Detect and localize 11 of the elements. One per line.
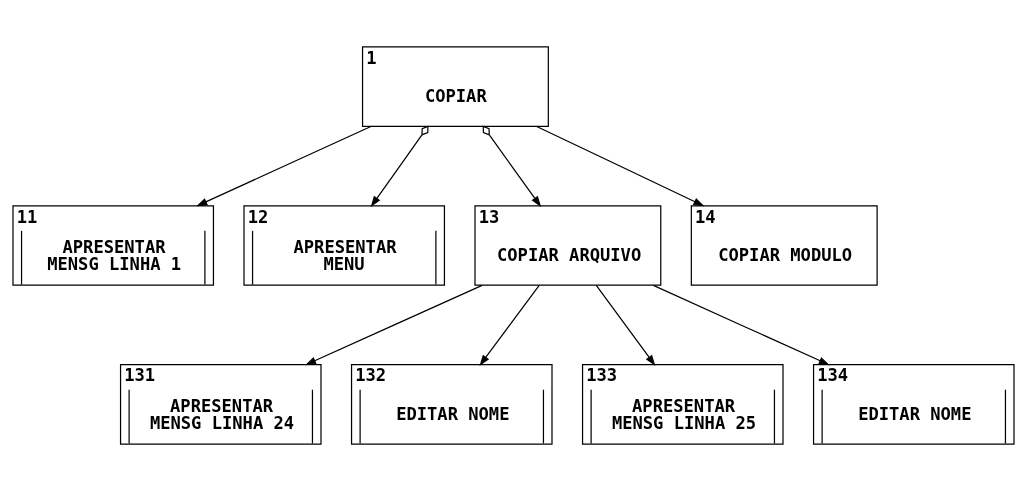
arrow — [595, 284, 656, 366]
arrow — [370, 125, 429, 207]
arrow — [196, 125, 372, 206]
arrow — [305, 284, 483, 365]
arrow — [482, 125, 542, 207]
arrow — [479, 284, 540, 366]
arrow — [536, 125, 705, 206]
node-box: 13 COPIAR ARQUIVO — [474, 204, 662, 286]
node-box: 14 COPIAR MODULO — [690, 204, 878, 286]
node-box: 1 COPIAR — [361, 45, 549, 127]
arrow — [652, 284, 830, 365]
